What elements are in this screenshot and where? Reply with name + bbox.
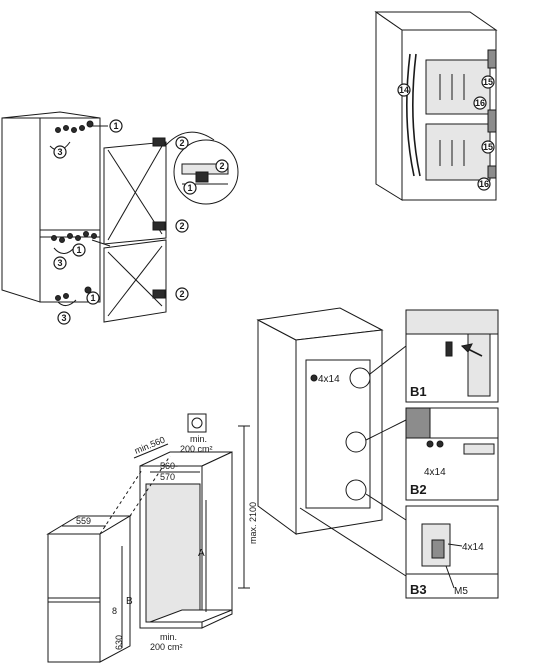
door-hinge-mid <box>152 221 166 231</box>
callout-3: 3 <box>57 258 62 268</box>
detail-b3-label: B3 <box>410 582 427 597</box>
dimensions-panel: min. 200 cm² min.560 560- 570 max. 2100 … <box>46 413 258 663</box>
dim-gap-8: 8 <box>112 606 117 616</box>
niche-side <box>257 319 297 535</box>
callout-1: 1 <box>187 183 192 193</box>
vent-bottom-area: 200 cm² <box>150 642 183 652</box>
fridge-top <box>1 111 101 119</box>
dim-label-a: A <box>198 548 205 559</box>
callout-2-group: 2 2 2 2 <box>175 136 229 301</box>
callout-15: 15 <box>483 142 493 152</box>
callout-1: 1 <box>90 293 95 303</box>
dim-range-570: 570 <box>160 472 175 482</box>
callout-2: 2 <box>179 138 184 148</box>
screws-label-bottom: 4x14 <box>462 542 484 553</box>
door-hinge-bottom <box>152 289 166 299</box>
callout-16: 16 <box>479 179 489 189</box>
detail-b1-marker <box>349 367 371 389</box>
dim-max2100: max. 2100 <box>248 502 258 544</box>
callout-1: 1 <box>76 245 81 255</box>
cabinet-side <box>375 11 403 201</box>
callout-3: 3 <box>61 313 66 323</box>
power-socket <box>187 413 207 433</box>
dim-width-559: 559 <box>76 516 91 526</box>
detail-b2-marker <box>345 431 367 453</box>
detail-b2-label: B2 <box>410 482 427 497</box>
callout-15: 15 <box>483 77 493 87</box>
fridge-front <box>39 117 101 303</box>
callout-1-group: 1 1 1 1 <box>72 119 197 305</box>
detail-b3-marker <box>345 479 367 501</box>
fridge-side <box>1 117 41 303</box>
callout-2: 2 <box>179 221 184 231</box>
detail-b1-label: B1 <box>410 384 427 399</box>
dim-range-560: 560- <box>160 461 178 471</box>
dim-min560: min.560 <box>133 435 166 456</box>
dim-height-630: 630 <box>114 635 124 650</box>
dim-label-b: B <box>126 596 133 607</box>
vent-bottom-min: min. <box>160 632 177 642</box>
callout-1: 1 <box>113 121 118 131</box>
installation-panel: 4x14 B1 4x14 B2 4x14 B3 M5 <box>256 307 499 599</box>
door-rail-panel: 14 15 15 16 16 <box>374 11 498 201</box>
vent-top-area: 200 cm² <box>180 444 213 454</box>
hinge-screws <box>51 120 97 301</box>
callout-3-group: 3 3 3 <box>53 145 71 325</box>
vent-top-min: min. <box>190 434 207 444</box>
door-hinge-top <box>152 137 166 147</box>
callout-2: 2 <box>219 161 224 171</box>
callout-2: 2 <box>179 289 184 299</box>
hinge-reversal-panel: 1 1 1 1 2 2 2 2 3 3 3 <box>1 111 239 325</box>
door-seal <box>406 53 415 177</box>
screws-label-mid: 4x14 <box>424 467 446 478</box>
screws-label-top: 4x14 <box>318 374 340 385</box>
callout-16: 16 <box>475 98 485 108</box>
nut-label: M5 <box>454 586 468 597</box>
callout-14: 14 <box>399 85 409 95</box>
callout-3: 3 <box>57 147 62 157</box>
